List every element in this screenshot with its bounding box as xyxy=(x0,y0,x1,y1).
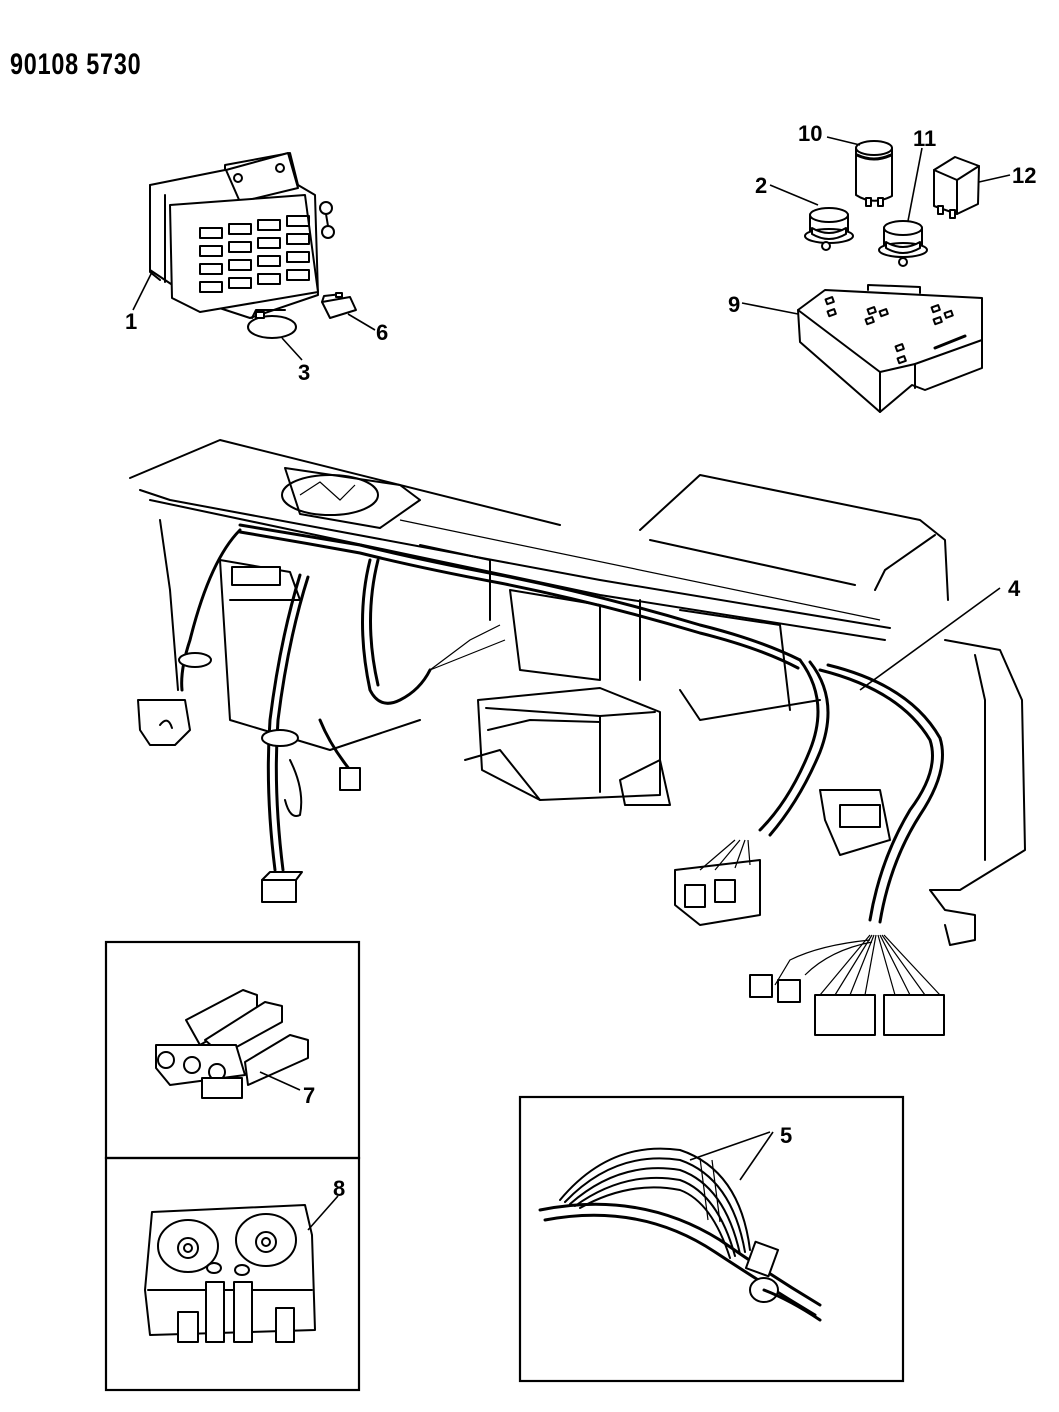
inset-detail-8 xyxy=(104,1156,361,1392)
part-5-harness-bundle[interactable] xyxy=(538,1147,822,1322)
part-1-relay-block[interactable] xyxy=(149,152,335,319)
leader-9 xyxy=(741,302,799,315)
leader-4 xyxy=(859,587,1001,691)
callout-6: 6 xyxy=(376,320,389,345)
leader-8 xyxy=(307,1195,339,1231)
part-12-square-relay[interactable] xyxy=(933,156,980,219)
junction-slots xyxy=(824,296,954,365)
leader-5b xyxy=(739,1131,774,1181)
leader-12 xyxy=(978,174,1011,183)
leader-1 xyxy=(132,271,153,311)
callout-2: 2 xyxy=(755,173,768,198)
part-7-triple-connector[interactable] xyxy=(155,989,309,1099)
part-4-wiring-harness[interactable] xyxy=(178,523,945,1036)
part-10-flasher[interactable] xyxy=(855,140,893,207)
callout-12: 12 xyxy=(1012,163,1037,188)
callout-4: 4 xyxy=(1008,576,1021,601)
callout-11: 11 xyxy=(913,126,937,151)
leader-2 xyxy=(769,184,819,206)
callout-10: 10 xyxy=(798,121,823,146)
part-6-rect-connector[interactable] xyxy=(321,292,357,319)
inset-detail-5 xyxy=(518,1095,905,1383)
part-2-round-relay[interactable] xyxy=(804,207,854,251)
leader-3 xyxy=(281,337,303,361)
leader-7 xyxy=(259,1071,301,1091)
callout-3: 3 xyxy=(298,360,311,385)
leader-5a xyxy=(689,1131,771,1161)
instrument-panel xyxy=(129,439,1026,946)
document-id: 90108 5730 xyxy=(10,48,142,81)
callout-1: 1 xyxy=(125,309,138,334)
part-8-dual-terminal-module[interactable] xyxy=(144,1204,316,1343)
grid-cells xyxy=(199,215,310,293)
inset-detail-7 xyxy=(104,940,361,1160)
leader-10 xyxy=(826,136,861,146)
leader-6 xyxy=(347,313,376,331)
part-3-oval-connector[interactable] xyxy=(247,309,297,339)
part-9-junction-block[interactable] xyxy=(797,284,983,413)
callout-5: 5 xyxy=(780,1123,793,1148)
callout-9: 9 xyxy=(728,292,741,317)
callout-8: 8 xyxy=(333,1176,346,1201)
callout-7: 7 xyxy=(303,1083,316,1108)
leader-11 xyxy=(907,147,923,222)
part-11-round-relay[interactable] xyxy=(878,220,928,267)
